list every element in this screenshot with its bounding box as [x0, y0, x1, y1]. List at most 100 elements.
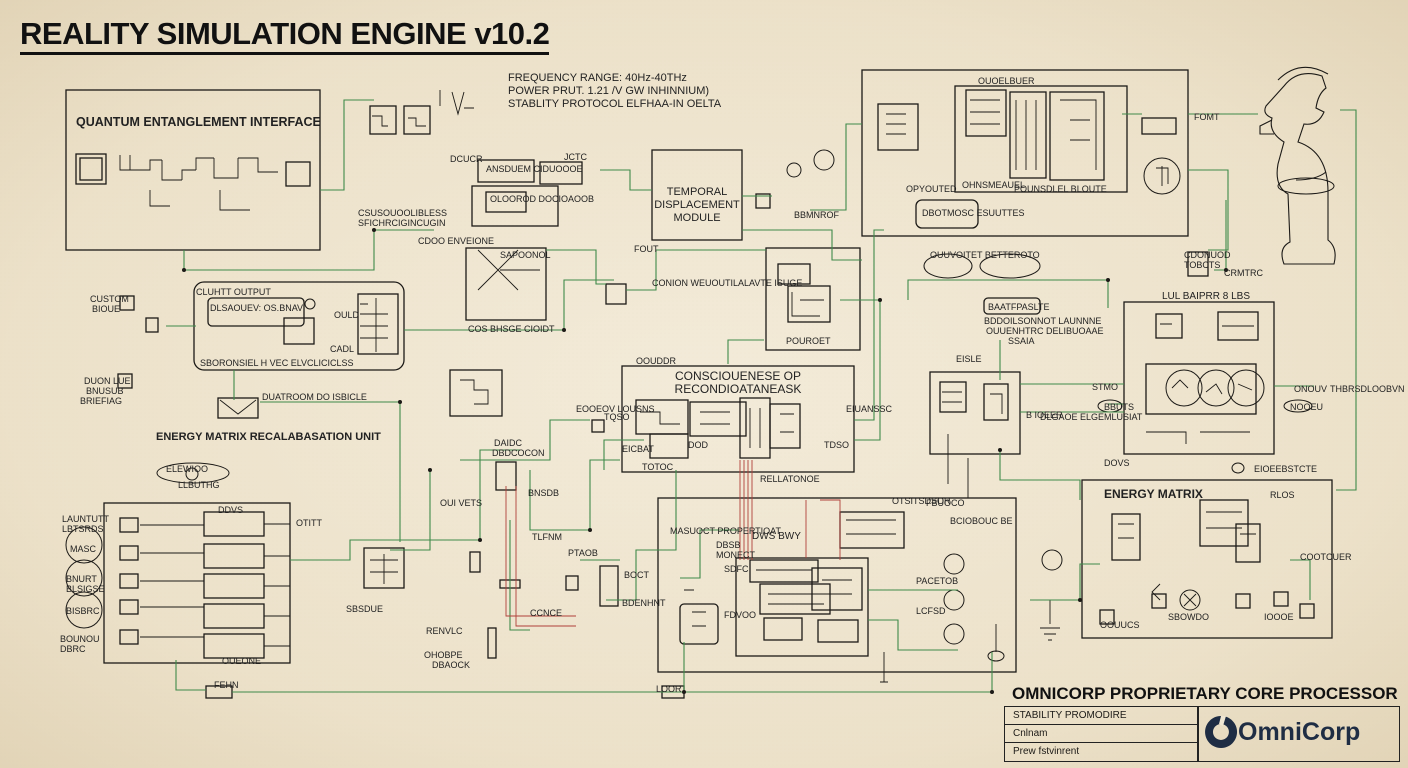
label-cdoo: CDOO ENVEIONE [418, 236, 495, 246]
label-baatfpaslte: BAATFPASLTE [988, 302, 1050, 312]
title-block-row-1: STABILITY PROMODIRE [1005, 707, 1197, 725]
omnicorp-logo-text: OmniCorp [1238, 718, 1361, 746]
label-loor: LOOR [656, 684, 682, 694]
label-dlgaoe: DLGAOE ELGEMLUSIAT [1040, 412, 1143, 422]
label-ohnsmeauel: OHNSMEAUEL [962, 180, 1026, 190]
label-lcfsd: LCFSD [916, 606, 946, 616]
consciousness-title-2: RECONDIOATANEASK [674, 382, 802, 396]
label-elewioo: ELEWIOO [166, 464, 209, 474]
label-bdenhnt: BDENHNT [622, 598, 666, 608]
quantum-interface-box [65, 89, 321, 251]
label-bddoilsonnot: BDDOILSONNOT LAUNNNE [984, 316, 1102, 326]
label-fout: FOUT [634, 244, 659, 254]
label-dbrc: DBRC [60, 644, 86, 654]
label-lbtsrds: LBTSRDS [62, 524, 104, 534]
label-conion: CONION WEUOUTILALAVTE ISUGE [652, 278, 803, 288]
label-oouddr: OOUDDR [636, 356, 676, 366]
label-ouvets: OUI VETS [440, 498, 483, 508]
label-oouucs: OOUUCS [1100, 620, 1140, 630]
label-sbor: SBORONSIEL H VEC ELVCLICICLSS [200, 358, 354, 368]
top-right-inner-box [954, 85, 1128, 193]
label-dcucr: DCUCR [450, 154, 483, 164]
temporal-module-title-1: TEMPORAL [666, 186, 728, 198]
label-duon: DUON LUE [84, 376, 131, 386]
label-pacetob: PACETOB [916, 576, 959, 586]
label-pouroet: POUROET [786, 336, 831, 346]
figure-outline [1259, 66, 1336, 265]
label-duatreom: DUATROOM DO ISBICLE [262, 392, 367, 402]
label-tqso: TQSO [604, 412, 630, 422]
label-bbuts: BBUTS [1104, 402, 1135, 412]
label-blsigse: BLSIGSE [66, 584, 105, 594]
label-renvlc: RENVLC [426, 626, 463, 636]
label-cadl: CADL [330, 344, 355, 354]
quantum-interface-title: QUANTUM ENTANGLEMENT INTERFACE [76, 115, 321, 129]
temporal-module-title-2: DISPLACEMENT [654, 199, 740, 211]
label-ptaob: PTAOB [568, 548, 598, 558]
label-masuoct: MASUOCT PROPERTIOAT [670, 526, 782, 536]
label-fomt: FOMT [1194, 112, 1220, 122]
label-bnurt: BNURT [66, 574, 97, 584]
temporal-module-title-3: MODULE [673, 212, 721, 224]
label-monect: MONECT [716, 550, 755, 560]
label-eisbrc: BISBRC [66, 606, 100, 616]
label-eioeebstcte: EIOEEBSTCTE [1254, 464, 1318, 474]
label-eooeov: EOOEOV LOUSNS [576, 404, 655, 414]
label-dbotmosc: DBOTMOSC ESUUTTES [922, 208, 1025, 218]
label-boct: BOCT [624, 570, 650, 580]
label-sfich: SFICHRCIGINCUGIN [358, 218, 446, 228]
label-totoc: TOTOC [642, 462, 674, 472]
energy-matrix-title: ENERGY MATRIX [1104, 487, 1203, 501]
label-bounou: BOUNOU [60, 634, 100, 644]
consciousness-box [621, 365, 855, 473]
switch-matrix-box [465, 247, 547, 321]
processor-title: OMNICORP PROPRIETARY CORE PROCESSOR [1012, 684, 1398, 703]
title-block-row-3: Prew fstvinrent [1013, 746, 1080, 757]
label-dbsb: DBSB [716, 540, 741, 550]
label-stmo: STMO [1092, 382, 1118, 392]
label-ohobpe: OHOBPE [424, 650, 463, 660]
label-ddvs: DDVS [218, 505, 244, 515]
label-sdfc: SDFC [724, 564, 749, 574]
label-csuso: CSUSOUOOLIBLESS [358, 208, 448, 218]
central-processor-box [657, 497, 1017, 673]
title-block: STABILITY PROMODIRE Cnlnam Prew fstvinre… [1004, 706, 1400, 762]
junction-dots [182, 228, 1228, 694]
label-bioue: BIOUE [92, 304, 121, 314]
label-sbsdue: SBSDUE [346, 604, 384, 614]
label-pounsdlel: POUNSDLEL BLOUTE [1014, 184, 1107, 194]
title-block-row-2: Cnlnam [1005, 725, 1197, 743]
label-oueone: OUEONE [222, 656, 262, 666]
consciousness-title-1: CONSCIOUENESE OP [674, 369, 802, 383]
label-ccnce: CCNCE [530, 608, 563, 618]
label-bnsdb: BNSDB [528, 488, 560, 498]
label-llbuthg: LLBUTHG [178, 480, 220, 490]
energy-matrix-box [1081, 479, 1333, 639]
label-ssaia: SSAIA [1008, 336, 1035, 346]
label-cdonuod: CDONUOD [1184, 250, 1231, 260]
label-nooeu: NOOEU [1290, 402, 1324, 412]
mid-control-box [765, 247, 861, 351]
label-custom: CUSTOM [90, 294, 129, 304]
label-sapoonol: SAPOONOL [500, 250, 551, 260]
top-right-processor-box [861, 69, 1189, 237]
gauge-panel-box [1123, 301, 1275, 455]
label-dod: DOD [688, 440, 708, 450]
label-bnusub: BNUSUB [86, 386, 124, 396]
title-block-divider [1197, 707, 1199, 761]
energy-recal-title: ENERGY MATRIX RECALABASATION UNIT [156, 431, 381, 443]
label-ansduem: ANSDUEM CIDUOOOE [486, 164, 583, 174]
label-tdso: TDSO [824, 440, 850, 450]
spec-frequency: FREQUENCY RANGE: 40Hz-40THz [508, 72, 687, 84]
label-ould: OULD [334, 310, 360, 320]
label-onouv: ONOUV [1294, 384, 1328, 394]
label-ouuvoitet: OUUVOITET BETTEROTO [930, 250, 1040, 260]
label-ouuenhtrc: OUUENHTRC DELIBUOAAE [986, 326, 1104, 336]
label-dovs: DOVS [1104, 458, 1130, 468]
oscillator-box [929, 371, 1021, 455]
label-thbrsdloobvn: THBRSDLOOBVN [1330, 384, 1405, 394]
spec-stability: STABLITY PROTOCOL ELFHAA-IN OELTA [508, 98, 722, 110]
label-bbmnrof: BBMNROF [794, 210, 839, 220]
red-wires [505, 460, 841, 627]
